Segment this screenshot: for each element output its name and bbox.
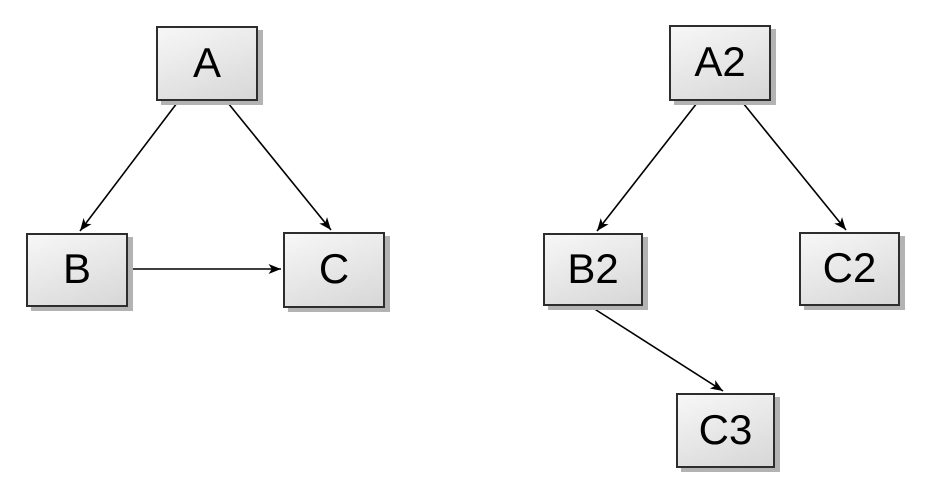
node-C2[interactable]: C2 (799, 232, 900, 306)
node-B2[interactable]: B2 (543, 233, 643, 306)
edge-A2-to-B2[interactable] (596, 102, 698, 232)
node-A2[interactable]: A2 (669, 25, 771, 101)
node-B[interactable]: B (26, 233, 128, 307)
edge-A-to-C[interactable] (227, 102, 332, 231)
node-label: B (62, 245, 91, 292)
node-label: A (192, 38, 221, 86)
node-label: A2 (694, 38, 746, 85)
node-label: C (318, 245, 350, 292)
edge-B2-to-C3[interactable] (592, 307, 724, 392)
edge-A-to-B[interactable] (79, 102, 178, 232)
node-label: C3 (698, 405, 753, 453)
node-C3[interactable]: C3 (676, 393, 775, 468)
node-label: B2 (567, 244, 619, 292)
node-label: C2 (822, 244, 877, 291)
edge-A2-to-C2[interactable] (742, 102, 847, 231)
node-A[interactable]: A (156, 26, 258, 101)
node-C[interactable]: C (283, 232, 385, 308)
